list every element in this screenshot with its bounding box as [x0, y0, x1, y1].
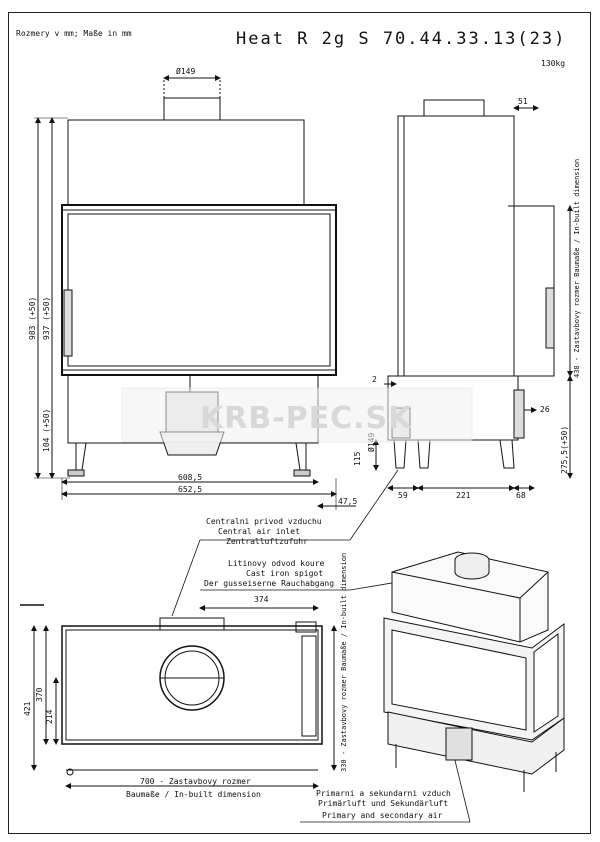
top-width-line1: 700 - Zastavbovy rozmer — [140, 777, 251, 786]
top-depth-center: 214 — [45, 709, 54, 724]
side-offset: 26 — [540, 405, 550, 414]
units-note: Rozmery v mm; Maße in mm — [16, 29, 132, 38]
model-title: Heat R 2g S 70.44.33.13(23) — [236, 29, 566, 49]
front-door-frame — [61, 204, 337, 376]
drawing-frame — [8, 12, 591, 834]
side-lower-height: 275,5(+50) — [560, 426, 569, 474]
side-top-offset: 51 — [518, 97, 528, 106]
leg-front-left — [75, 442, 87, 471]
top-offset: 374 — [254, 595, 269, 604]
callout-primary-2: Primärluft und Sekundärluft — [318, 799, 448, 808]
weight-label: 130kg — [541, 59, 565, 68]
top-depth-outer: 421 — [23, 701, 32, 716]
callout-cast-iron-2: Cast iron spigot — [246, 569, 323, 578]
front-view — [34, 75, 356, 510]
watermark: KRB-PEC.SK — [121, 387, 473, 443]
side-gap: 2 — [372, 375, 377, 384]
callout-primary-1: Primarni a sekundarni vzduch — [316, 789, 451, 798]
watermark-text: KRB-PEC.SK — [200, 401, 413, 436]
callout-cast-iron-1: Litinovy odvod koure — [228, 559, 325, 568]
callout-central-air-2: Central air inlet — [218, 527, 300, 536]
front-width-inner: 608,5 — [178, 473, 202, 482]
iso-hood — [391, 551, 549, 643]
callout-cast-iron-3: Der gusseiserne Rauchabgang — [204, 579, 334, 588]
front-glass — [67, 213, 331, 367]
door-handle — [63, 289, 73, 357]
callout-central-air-3: Zentralluftzufuhr — [226, 537, 308, 546]
leg-front-right — [295, 442, 307, 471]
side-rear-offset: 68 — [516, 491, 526, 500]
callout-central-air-1: Centralni privod vzduchu — [206, 517, 322, 526]
iso-glass — [391, 629, 527, 731]
top-depth-mid: 370 — [35, 687, 44, 702]
callout-primary-3: Primary and secondary air — [322, 811, 443, 820]
front-height-total: 983 (+50) — [28, 297, 37, 340]
isometric-view — [383, 551, 565, 792]
front-height-inner: 937 (+50) — [42, 297, 51, 340]
side-body — [397, 115, 515, 377]
side-built-in-height: 438 - Zastavbovy rozmer Baumaße / In-bui… — [573, 159, 581, 378]
top-air-inlet — [159, 617, 225, 631]
front-hood — [67, 119, 305, 206]
side-flue — [423, 99, 485, 117]
front-flue-diameter: Ø149 — [176, 66, 195, 76]
front-offset-right: 47,5 — [338, 497, 357, 506]
top-built-in-depth: 330 - Zastavbovy rozmer Baumaße / In-bui… — [340, 553, 348, 772]
top-width-line2: Baumaße / In-built dimension — [126, 790, 261, 799]
iso-base — [387, 711, 565, 775]
top-view — [20, 604, 337, 789]
front-height-base: 104 (+50) — [42, 409, 51, 452]
side-depth: 221 — [456, 491, 471, 500]
front-width-outer: 652,5 — [178, 485, 202, 494]
front-flue — [163, 97, 221, 121]
top-body — [61, 625, 323, 745]
side-inlet-height: 115 — [353, 451, 362, 466]
side-inlet-depth: 59 — [398, 491, 408, 500]
